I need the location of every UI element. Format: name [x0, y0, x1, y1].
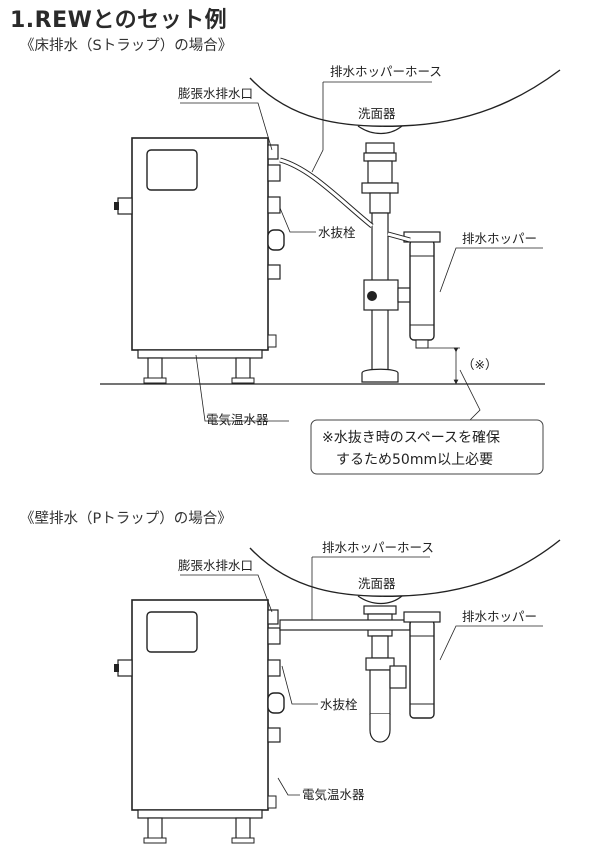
- label-drain-hose-2: 排水ホッパーホース: [322, 540, 434, 555]
- page-title: 1.REWとのセット例: [10, 8, 228, 33]
- label-basin-1: 洗面器: [358, 106, 396, 121]
- label-drain-plug-1: 水抜栓: [318, 225, 356, 240]
- heater-window: [146, 149, 198, 191]
- diagram-floor-drain: 排水ホッパーホース 膨張水排水口 洗面器 水抜栓 排水ホッパー （※） 電気温水…: [100, 64, 561, 475]
- label-expansion-outlet-2: 膨張水排水口: [178, 558, 253, 573]
- label-drain-hopper-2: 排水ホッパー: [462, 609, 537, 624]
- heater-leg: [235, 817, 251, 841]
- heater-fitting: [117, 197, 133, 215]
- heater-leg: [147, 817, 163, 841]
- label-expansion-outlet-1: 膨張水排水口: [178, 86, 253, 101]
- diagram-wall-drain: 排水ホッパーホース 膨張水排水口 洗面器 水抜栓 排水ホッパー 電気温水器: [114, 539, 561, 844]
- drain-hopper: [403, 611, 441, 719]
- section2-heading: 《壁排水（Pトラップ）の場合》: [20, 511, 232, 527]
- label-water-heater-2: 電気温水器: [302, 787, 365, 802]
- water-heater-unit: [114, 599, 285, 844]
- label-note-mark: （※）: [462, 357, 497, 372]
- drain-hopper: [403, 231, 441, 349]
- label-drain-plug-2: 水抜栓: [320, 697, 358, 712]
- label-drain-hopper-1: 排水ホッパー: [462, 231, 537, 246]
- basin-outline: [249, 539, 561, 597]
- heater-leg: [147, 357, 163, 381]
- label-drain-hose-1: 排水ホッパーホース: [330, 64, 442, 79]
- basin-drain-pipe: [361, 142, 413, 383]
- heater-leg: [235, 357, 251, 381]
- water-heater-unit: [114, 137, 285, 384]
- label-basin-2: 洗面器: [358, 576, 396, 591]
- basin-drain-pipe: [363, 605, 407, 743]
- note-box: [310, 419, 544, 475]
- heater-window: [146, 611, 198, 653]
- note-line-2: するため50mm以上必要: [336, 452, 493, 468]
- section1-heading: 《床排水（Sトラップ）の場合》: [20, 38, 233, 54]
- basin-outline: [249, 69, 561, 127]
- note-line-1: ※水抜き時のスペースを確保: [322, 430, 500, 446]
- label-water-heater-1: 電気温水器: [206, 412, 269, 427]
